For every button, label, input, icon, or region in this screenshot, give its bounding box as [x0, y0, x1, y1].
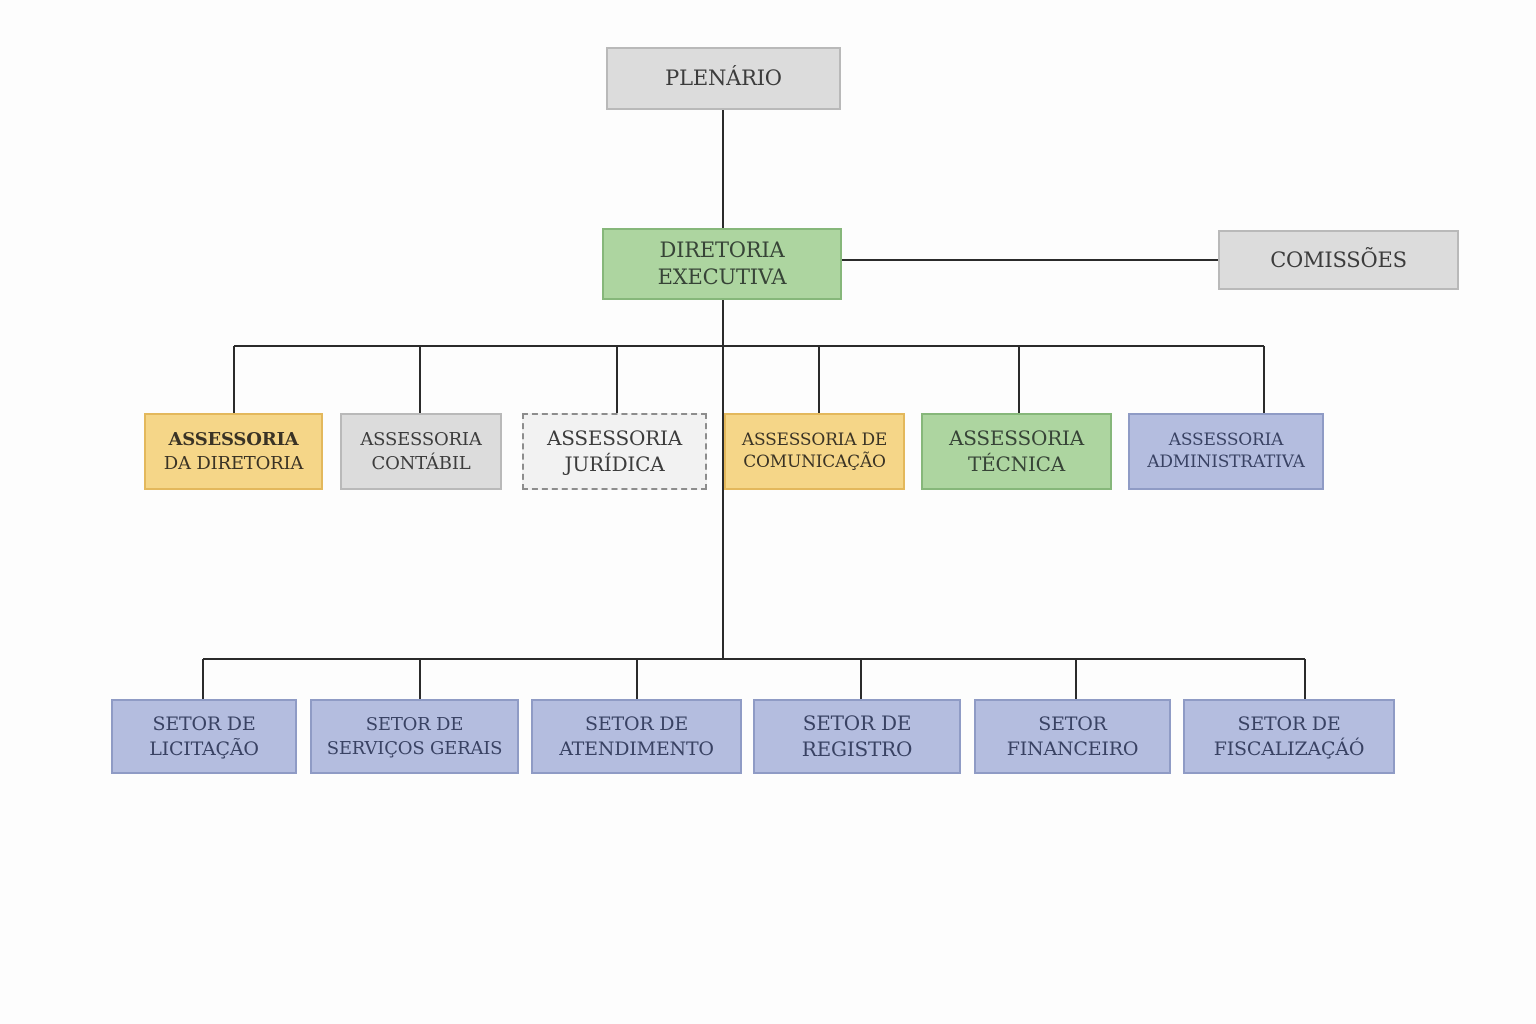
box-assessoria-comunicacao: ASSESSORIA DE COMUNICAÇÃO [724, 413, 905, 490]
box-setor-fiscalizacao-line-1: SETOR DE [1237, 713, 1341, 736]
box-plenario: PLENÁRIO [606, 47, 841, 110]
box-assessoria-administrativa-line-1: ASSESSORIA [1168, 429, 1284, 450]
box-diretoria-executiva-line-2: EXECUTIVA [657, 265, 787, 289]
box-assessoria-tecnica: ASSESSORIA TÉCNICA [921, 413, 1112, 490]
box-assessoria-diretoria-line-2: DA DIRETORIA [163, 452, 304, 474]
box-assessoria-diretoria: ASSESSORIA DA DIRETORIA [144, 413, 323, 490]
box-assessoria-administrativa: ASSESSORIA ADMINISTRATIVA [1128, 413, 1324, 490]
box-setor-atendimento-line-1: SETOR DE [585, 713, 688, 736]
box-assessoria-contabil: ASSESSORIA CONTÁBIL [340, 413, 502, 490]
box-assessoria-contabil-line-1: ASSESSORIA [360, 429, 482, 451]
box-comissoes-line-1: COMISSÕES [1270, 247, 1407, 272]
box-assessoria-comunicacao-line-1: ASSESSORIA DE [741, 429, 888, 450]
box-setor-financeiro-line-1: SETOR [1038, 713, 1107, 736]
box-diretoria-executiva-line-1: DIRETORIA [659, 238, 785, 263]
box-setor-fiscalizacao: SETOR DE FISCALIZAÇÁÓ [1183, 699, 1395, 774]
box-setor-licitacao: SETOR DE LICITAÇÃO [111, 699, 297, 774]
box-setor-financeiro: SETOR FINANCEIRO [974, 699, 1171, 774]
box-assessoria-juridica-line-2: JURÍDICA [564, 451, 665, 476]
box-assessoria-juridica: ASSESSORIA JURÍDICA [522, 413, 707, 490]
box-assessoria-tecnica-line-2: TÉCNICA [968, 451, 1065, 476]
box-assessoria-contabil-line-2: CONTÁBIL [371, 452, 471, 474]
box-setor-registro-line-2: REGISTRO [801, 736, 913, 761]
box-setor-atendimento: SETOR DE ATENDIMENTO [531, 699, 742, 774]
box-setor-servicos-gerais: SETOR DE SERVIÇOS GERAIS [310, 699, 519, 774]
box-diretoria-executiva: DIRETORIA EXECUTIVA [602, 228, 842, 300]
box-assessoria-administrativa-line-2: ADMINISTRATIVA [1147, 451, 1305, 472]
box-setor-registro: SETOR DE REGISTRO [753, 699, 961, 774]
box-comissoes: COMISSÕES [1218, 230, 1459, 290]
box-setor-atendimento-line-2: ATENDIMENTO [559, 737, 714, 760]
box-setor-servicos-gerais-line-2: SERVIÇOS GERAIS [326, 737, 503, 759]
box-setor-financeiro-line-2: FINANCEIRO [1006, 737, 1139, 760]
box-plenario-line-1: PLENÁRIO [665, 66, 782, 91]
box-setor-servicos-gerais-line-1: SETOR DE [365, 714, 464, 736]
box-setor-fiscalizacao-line-2: FISCALIZAÇÁÓ [1213, 737, 1365, 760]
box-assessoria-tecnica-line-1: ASSESSORIA [949, 425, 1084, 450]
box-assessoria-comunicacao-line-2: COMUNICAÇÃO [743, 451, 886, 472]
box-setor-registro-line-1: SETOR DE [802, 710, 912, 735]
box-setor-licitacao-line-2: LICITAÇÃO [149, 737, 259, 760]
box-setor-licitacao-line-1: SETOR DE [152, 713, 256, 736]
box-assessoria-juridica-line-1: ASSESSORIA [547, 425, 682, 450]
box-assessoria-diretoria-line-1: ASSESSORIA [168, 429, 299, 451]
